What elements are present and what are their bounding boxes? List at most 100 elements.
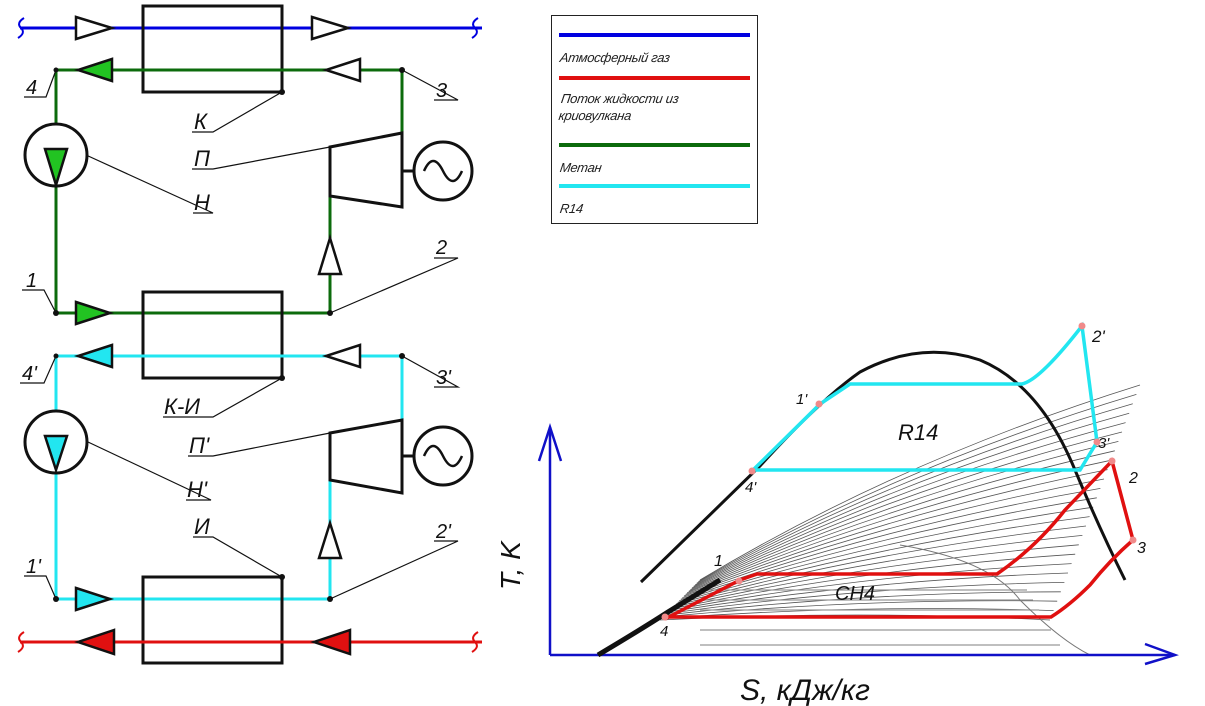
- ch4-cycle-path: [664, 457, 1135, 621]
- chart-label-2-prime: 2': [1091, 327, 1105, 346]
- annotation-ch4: CH4: [835, 583, 875, 605]
- pump-arrow-down-icon: [43, 434, 69, 475]
- isobar-line: [690, 441, 1119, 590]
- component-label-turbine-prime: П': [189, 433, 210, 458]
- r14-saturation-dome: [639, 350, 1127, 584]
- flow-arrow-right-icon: [74, 300, 115, 326]
- atmospheric-gas-stream: [17, 15, 482, 41]
- legend-label-atmospheric-gas: Атмосферный газ: [558, 50, 671, 65]
- point-label-4-prime: 4': [22, 363, 38, 385]
- leader-lines-lower: [20, 355, 461, 600]
- pump-h-prime: [23, 409, 89, 475]
- isobar-line: [688, 450, 1115, 592]
- chart-label-1: 1: [714, 553, 723, 570]
- ts-chart: S, кДж/кг T, K 1' 2' 3' 4' 1 2 3 4 R14: [495, 321, 1179, 706]
- break-mark-right: [471, 17, 479, 39]
- isobar-line: [696, 403, 1133, 584]
- leader-lines-upper: [22, 69, 459, 314]
- flow-arrow-left-icon: [321, 57, 362, 83]
- chart-label-4: 4: [660, 623, 668, 640]
- marker-2-prime: [1078, 322, 1086, 330]
- chart-label-3: 3: [1137, 540, 1146, 557]
- turbine-p-prime: [328, 418, 404, 495]
- component-label-condenser-evaporator: К-И: [164, 394, 200, 419]
- point-label-2: 2: [435, 237, 447, 259]
- pump-h: [23, 122, 89, 190]
- isobar-line: [698, 394, 1137, 582]
- flow-arrow-left-icon: [74, 628, 116, 656]
- component-label-evaporator: И: [194, 514, 210, 539]
- generator-icon: [402, 140, 474, 202]
- isobar-line: [663, 600, 1058, 618]
- legend-swatch-r14: [559, 184, 750, 188]
- point-label-3-prime: 3': [436, 367, 452, 389]
- marker-3-prime: [1093, 438, 1101, 446]
- ch4-dome-vapor-line: [899, 544, 1091, 656]
- isobar-line: [677, 516, 1090, 603]
- legend-label-cryovolcano-liquid: Поток жидкости из криовулкана: [557, 91, 680, 123]
- isobar-line: [661, 608, 1054, 619]
- isobar-line: [687, 459, 1112, 594]
- point-label-2-prime: 2': [435, 521, 452, 543]
- break-mark-left: [17, 17, 25, 39]
- flow-arrow-right-icon: [310, 15, 353, 41]
- break-mark-right: [471, 631, 479, 653]
- chart-label-2: 2: [1128, 470, 1138, 487]
- flow-arrow-up-icon: [317, 518, 343, 560]
- cycle-point-markers: [661, 322, 1137, 621]
- isobar-line: [667, 572, 1069, 613]
- isobar-line: [685, 469, 1108, 595]
- point-label-3: 3: [436, 80, 447, 102]
- component-label-pump: Н: [194, 190, 210, 215]
- legend-swatch-cryovolcano-liquid: [559, 76, 750, 80]
- isobar-line: [695, 412, 1130, 586]
- legend-swatch-methane: [559, 143, 750, 147]
- y-axis-arrow-icon: [537, 422, 563, 462]
- component-label-turbine: П: [194, 146, 210, 171]
- pump-arrow-down-icon: [43, 147, 69, 190]
- flow-arrow-left-icon: [73, 343, 114, 369]
- x-axis-label: S, кДж/кг: [740, 674, 870, 706]
- marker-1: [735, 577, 743, 585]
- point-label-1: 1: [26, 270, 37, 292]
- marker-2: [1108, 457, 1116, 465]
- flow-arrow-left-icon: [321, 343, 362, 369]
- evaporator-i: [141, 575, 284, 665]
- generator-icon: [402, 425, 474, 487]
- lower-loop: 4' 3' К-И П' Н' И 2' 1': [17, 343, 482, 665]
- annotation-r14: R14: [898, 420, 938, 445]
- isobar-line: [674, 535, 1083, 606]
- upper-loop: 4 3 К П Н 2 1: [17, 4, 482, 380]
- marker-4: [661, 613, 669, 621]
- legend: Атмосферный газ Поток жидкости из криову…: [551, 15, 758, 224]
- break-mark-left: [17, 631, 25, 653]
- flow-arrow-left-icon: [310, 628, 352, 656]
- condenser-k: [141, 4, 284, 94]
- isobar-line: [683, 478, 1105, 597]
- ch4-saturation-liquid-line: [596, 577, 722, 658]
- point-label-4: 4: [26, 77, 37, 99]
- isobar-line: [691, 431, 1123, 589]
- chart-label-4-prime: 4': [745, 479, 757, 496]
- legend-label-methane: Метан: [558, 160, 603, 175]
- legend-swatch-atmospheric-gas: [559, 33, 750, 37]
- flow-arrow-up-icon: [317, 233, 343, 276]
- marker-4-prime: [748, 467, 756, 475]
- chart-label-3-prime: 3': [1098, 435, 1110, 452]
- marker-3: [1129, 536, 1137, 544]
- legend-label-r14: R14: [558, 201, 585, 216]
- cryovolcano-liquid-stream: [17, 628, 482, 656]
- point-label-1-prime: 1': [26, 556, 42, 578]
- isobar-line: [669, 563, 1072, 611]
- isobar-lines: [659, 384, 1141, 656]
- y-axis-label: T, K: [495, 540, 526, 590]
- marker-1-prime: [815, 400, 823, 408]
- isobar-line: [672, 544, 1079, 608]
- turbine-p: [328, 131, 404, 209]
- isobar-line: [666, 582, 1065, 614]
- x-axis-arrow-icon: [1144, 642, 1179, 666]
- chart-label-1-prime: 1': [796, 391, 808, 408]
- isobar-line: [693, 422, 1126, 587]
- component-label-condenser: К: [194, 109, 208, 134]
